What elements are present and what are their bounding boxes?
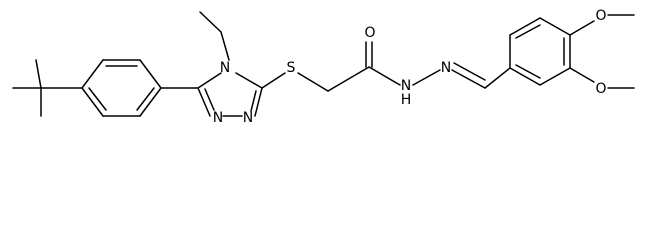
- structure-diagram: N N N S O N H N O O: [12, 8, 635, 126]
- imine-bond: [451, 62, 511, 89]
- triazole-n4-label: N: [220, 60, 230, 76]
- methoxy-groups: [569, 14, 635, 89]
- thioether-linker: [261, 72, 329, 92]
- molecule-canvas: N N N S O N H N O O: [12, 8, 635, 126]
- tert-butyl-group: [12, 59, 83, 117]
- ethyl-group: [199, 11, 230, 61]
- imine-n-label: N: [441, 60, 451, 76]
- tert-butylphenyl-ring: [81, 59, 162, 117]
- sulfur-label: S: [287, 60, 296, 76]
- methoxy-o-upper-label: O: [595, 8, 606, 24]
- carbonyl-oxygen-label: O: [364, 25, 375, 41]
- acetohydrazide-group: [327, 41, 441, 92]
- triazole-ring: [197, 72, 263, 117]
- triazole-n2-label: N: [243, 110, 253, 126]
- dimethoxyphenyl-ring: [509, 17, 571, 86]
- methoxy-o-lower-label: O: [595, 81, 606, 97]
- triazole-n1-label: N: [213, 110, 223, 126]
- hydrazide-nh-label: N: [401, 78, 411, 94]
- hydrazide-h-label: H: [401, 92, 412, 108]
